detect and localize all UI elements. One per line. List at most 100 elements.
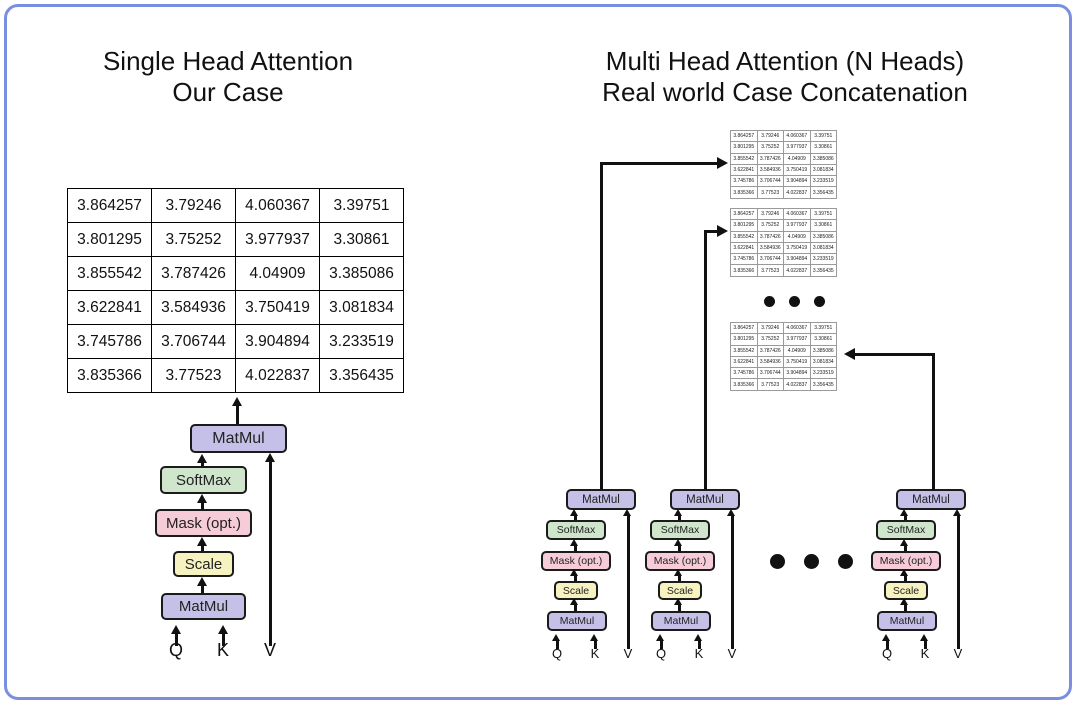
q-arrow-shaft: [556, 639, 559, 649]
mini-table-cell: 3.801295: [730, 141, 758, 154]
mini-table-cell: 3.787426: [756, 230, 784, 243]
mini-table-cell: 3.622841: [730, 241, 758, 255]
matmul-to-scale-head: [197, 577, 207, 586]
mini-table-cell: 3.835366: [730, 264, 758, 277]
mini-table-cell: 3.750419: [783, 355, 811, 369]
mini-table-cell: 3.233519: [809, 175, 837, 188]
block-label: Mask (opt.): [165, 514, 241, 532]
mini-table-cell: 4.060367: [783, 207, 811, 221]
mini-table-cell: 3.233519: [809, 367, 837, 380]
k-arrow-shaft: [924, 639, 927, 649]
block-softmax[interactable]: SoftMax: [876, 520, 936, 540]
q-arrow-shaft: [886, 639, 889, 649]
input-label-k: K: [920, 646, 930, 661]
block-mask[interactable]: Mask (opt.): [645, 551, 715, 571]
block-matmul-bottom[interactable]: MatMul: [161, 593, 246, 620]
mini-table-cell: 4.04909: [783, 230, 811, 243]
mask-to-softmax-shaft: [201, 500, 204, 512]
table-cell: 3.835366: [67, 358, 152, 393]
mini-table-cell: 3.855542: [730, 230, 758, 243]
mini-table-cell: 3.30861: [809, 333, 837, 346]
page-title-right: Multi Head Attention (N Heads) Real worl…: [602, 46, 968, 107]
scale-to-mask-shaft: [904, 574, 907, 582]
v-arrow-shaft: [269, 460, 272, 646]
block-matmul-bottom[interactable]: MatMul: [877, 611, 937, 631]
matmul-to-scale-head: [900, 598, 908, 605]
block-matmul-bottom[interactable]: MatMul: [547, 611, 607, 631]
v-arrow-head: [265, 453, 275, 462]
table-cell: 3.904894: [235, 324, 320, 359]
block-label: Mask (opt.): [653, 555, 707, 567]
block-scale[interactable]: Scale: [173, 551, 234, 577]
block-label: MatMul: [663, 615, 699, 627]
head-n-output-route-horizontal: [855, 353, 935, 356]
mini-table-cell: 3.801295: [730, 333, 758, 346]
mini-table-cell: 3.233519: [809, 253, 837, 266]
mini-table-cell: 3.584936: [756, 355, 784, 369]
mini-table-cell: 4.022837: [783, 186, 811, 199]
mini-table-cell: 3.39751: [809, 129, 837, 143]
matmul-to-scale-head: [674, 598, 682, 605]
mini-table-cell: 3.385086: [809, 344, 837, 357]
output-arrow-head: [232, 397, 242, 406]
block-matmul-top[interactable]: MatMul: [190, 424, 287, 453]
mini-table-cell: 3.75252: [756, 333, 784, 346]
block-matmul-bottom[interactable]: MatMul: [651, 611, 711, 631]
matmul-to-scale-head: [570, 598, 578, 605]
block-softmax[interactable]: SoftMax: [160, 466, 247, 494]
block-mask[interactable]: Mask (opt.): [871, 551, 941, 571]
v-arrow-head: [953, 509, 961, 516]
table-cell: 3.39751: [319, 188, 404, 223]
mask-to-softmax-head: [674, 539, 682, 546]
mini-table-cell: 3.864257: [730, 207, 758, 221]
v-arrow-shaft: [627, 515, 630, 649]
mini-table-cell: 3.622841: [730, 163, 758, 177]
block-label: SoftMax: [556, 524, 596, 536]
mini-table-cell: 3.081834: [809, 355, 837, 369]
mini-table-cell: 3.904894: [783, 253, 811, 266]
block-matmul-top[interactable]: MatMul: [896, 489, 966, 510]
block-mask[interactable]: Mask (opt.): [541, 551, 611, 571]
input-label-q: Q: [655, 646, 667, 661]
block-softmax[interactable]: SoftMax: [650, 520, 710, 540]
ellipsis-dot: [838, 554, 853, 569]
block-matmul-top[interactable]: MatMul: [670, 489, 740, 510]
input-label-v: V: [727, 646, 737, 661]
block-matmul-top[interactable]: MatMul: [566, 489, 636, 510]
block-label: Mask (opt.): [549, 555, 603, 567]
input-label-v: V: [953, 646, 963, 661]
output-arrow-shaft: [236, 404, 239, 424]
mini-table-cell: 3.385086: [809, 230, 837, 243]
table-cell: 3.081834: [319, 290, 404, 325]
table-cell: 3.622841: [67, 290, 152, 325]
scale-to-mask-head: [197, 537, 207, 546]
input-label-v: V: [263, 640, 276, 660]
block-softmax[interactable]: SoftMax: [546, 520, 606, 540]
scale-to-mask-shaft: [678, 574, 681, 582]
table-cell: 3.79246: [151, 188, 236, 223]
mini-table-cell: 3.356435: [809, 264, 837, 277]
block-label: MatMul: [178, 598, 229, 615]
mini-table-cell: 3.39751: [809, 207, 837, 221]
mini-table-cell: 3.835366: [730, 378, 758, 391]
block-mask[interactable]: Mask (opt.): [155, 509, 252, 537]
q-arrow-head: [552, 634, 560, 641]
matmul-to-scale-shaft: [201, 583, 204, 595]
input-label-q: Q: [168, 640, 183, 660]
mini-table-cell: 3.356435: [809, 186, 837, 199]
mini-table-cell: 3.787426: [756, 344, 784, 357]
block-label: Scale: [562, 584, 590, 597]
mini-table-cell: 3.750419: [783, 163, 811, 177]
input-label-k: K: [216, 640, 229, 660]
matmul-to-scale-shaft: [678, 603, 681, 611]
